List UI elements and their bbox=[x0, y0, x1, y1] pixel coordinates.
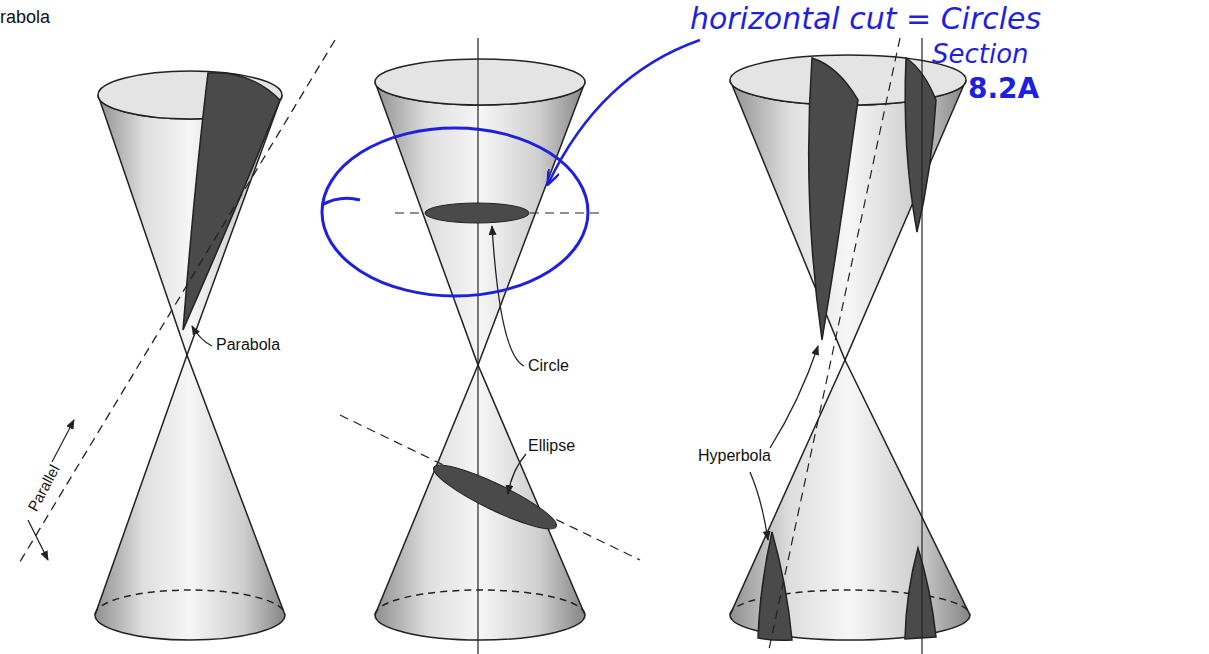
curve-label: Ellipse bbox=[528, 437, 575, 455]
parallel-arrow bbox=[28, 520, 48, 560]
leader-line bbox=[192, 326, 212, 346]
ellipse-section bbox=[428, 456, 562, 539]
leader-line bbox=[508, 454, 526, 494]
annotation-ring bbox=[322, 128, 588, 296]
curve-label: Hyperbola bbox=[698, 447, 771, 465]
circle-section bbox=[425, 203, 529, 223]
cut-off-label: rabola bbox=[0, 8, 50, 28]
annotation-arrow bbox=[548, 40, 700, 184]
plane-line bbox=[18, 40, 335, 565]
annotation-stroke bbox=[322, 198, 360, 205]
right-cone bbox=[730, 55, 970, 640]
leader-line bbox=[770, 346, 818, 448]
plane-label: Parallel bbox=[25, 462, 63, 514]
curve-label: Parabola bbox=[216, 336, 280, 354]
leader-line bbox=[492, 226, 524, 366]
middle-cone bbox=[375, 59, 585, 640]
left-cone bbox=[95, 71, 285, 640]
parallel-arrow bbox=[52, 420, 74, 462]
plane-line bbox=[768, 38, 900, 654]
curve-label: Circle bbox=[528, 357, 569, 375]
handwritten-note: horizontal cut = Circles bbox=[690, 2, 1041, 35]
plane-line bbox=[340, 415, 640, 560]
handwritten-note: Section bbox=[932, 40, 1029, 69]
plane-line bbox=[921, 38, 922, 654]
leader-line bbox=[750, 472, 768, 540]
handwritten-note: 8.2A bbox=[968, 74, 1039, 105]
